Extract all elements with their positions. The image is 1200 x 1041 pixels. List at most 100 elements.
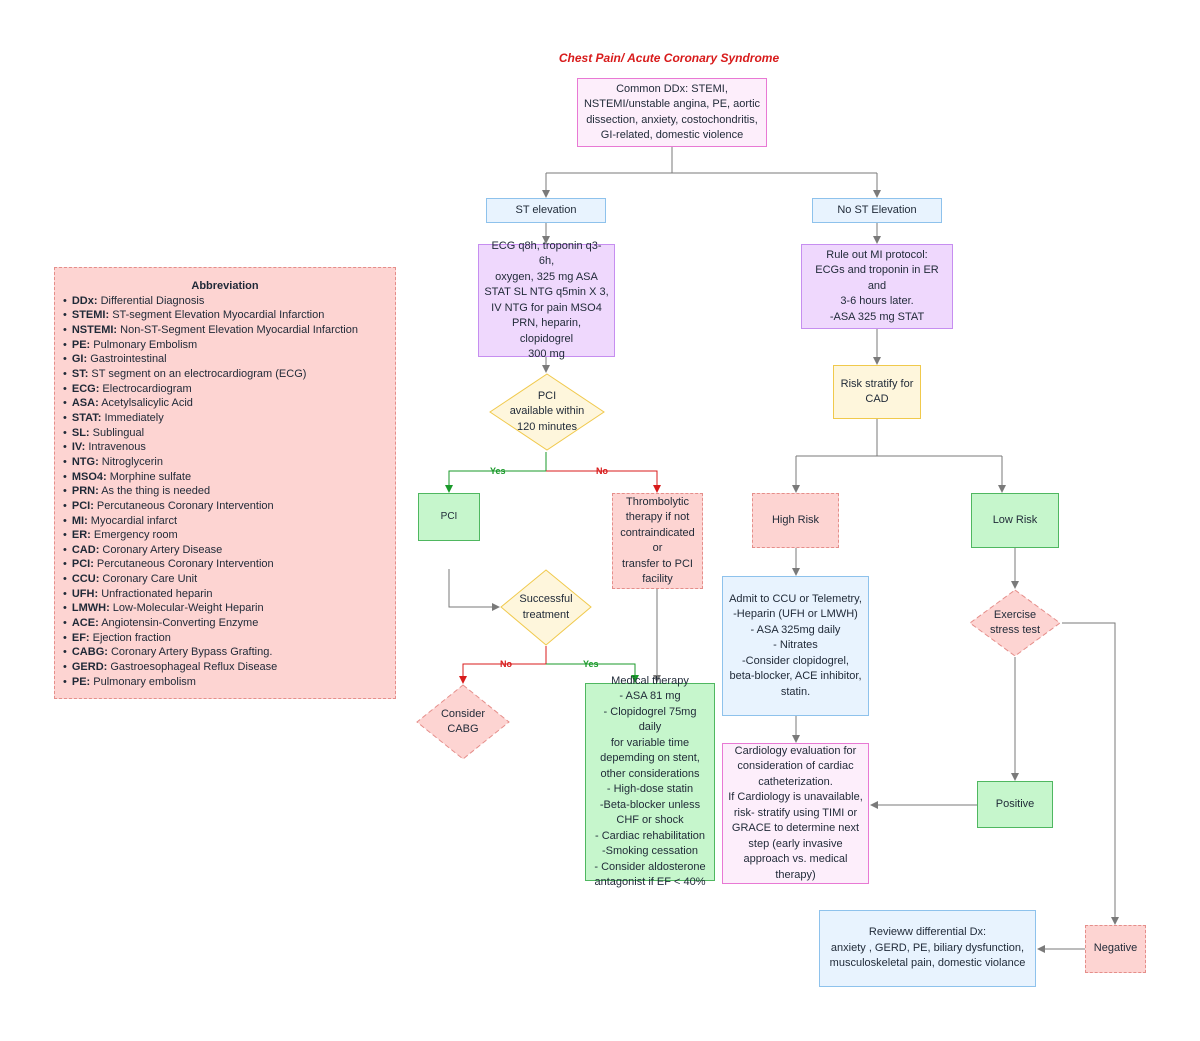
edge-success-no bbox=[459, 646, 547, 684]
abbreviation-item: PE: Pulmonary embolism bbox=[63, 675, 387, 690]
negative-node: Negative bbox=[1085, 925, 1146, 973]
edge-label-success-no: No bbox=[500, 659, 512, 669]
exercise-stress-test-label: Exercise stress test bbox=[989, 608, 1041, 637]
abbreviation-definition: Pulmonary Embolism bbox=[90, 338, 198, 351]
abbreviation-definition: Coronary Care Unit bbox=[99, 573, 198, 586]
abbreviation-item: NSTEMI: Non-ST-Segment Elevation Myocard… bbox=[63, 323, 387, 338]
abbreviation-item: ACE: Angiotensin-Converting Enzyme bbox=[63, 616, 387, 631]
low-risk-node: Low Risk bbox=[971, 493, 1059, 548]
abbreviation-definition: Ejection fraction bbox=[89, 631, 171, 644]
abbreviation-definition: Gastrointestinal bbox=[87, 353, 167, 366]
abbreviation-definition: Non-ST-Segment Elevation Myocardial Infa… bbox=[117, 323, 358, 336]
successful-treatment-decision: Successful treatment bbox=[500, 569, 592, 646]
edge-ddx-split bbox=[546, 147, 877, 174]
abbreviation-definition: Intravenous bbox=[85, 441, 146, 454]
abbreviation-item: SL: Sublingual bbox=[63, 426, 387, 441]
abbreviation-definition: Coronary Artery Bypass Grafting. bbox=[107, 646, 273, 659]
edge-label-pci-yes: Yes bbox=[490, 466, 506, 476]
abbreviation-term: MSO4: bbox=[71, 470, 107, 483]
abbreviation-definition: ST segment on an electrocardiogram (ECG) bbox=[88, 367, 307, 380]
abbreviation-term: ECG: bbox=[71, 382, 100, 395]
abbreviation-item: NTG: Nitroglycerin bbox=[63, 455, 387, 470]
abbreviation-legend: Abbreviation DDx: Differential Diagnosis… bbox=[54, 267, 396, 699]
abbreviation-term: STAT: bbox=[71, 411, 102, 424]
abbreviation-term: NTG: bbox=[71, 455, 99, 468]
consider-cabg-label: Consider CABG bbox=[440, 707, 486, 736]
abbreviation-item: ER: Emergency room bbox=[63, 528, 387, 543]
abbreviation-item: GI: Gastrointestinal bbox=[63, 352, 387, 367]
thrombolytic-node: Thrombolytic therapy if not contraindica… bbox=[612, 493, 703, 589]
successful-treatment-label: Successful treatment bbox=[519, 593, 573, 621]
decision-diamond-shape bbox=[500, 569, 592, 646]
abbreviation-item: PRN: As the thing is needed bbox=[63, 484, 387, 499]
abbreviation-term: MI: bbox=[71, 514, 88, 527]
abbreviation-definition: Electrocardiogram bbox=[99, 382, 192, 395]
high-risk-node: High Risk bbox=[752, 493, 839, 548]
decision-diamond-shape bbox=[969, 589, 1061, 657]
decision-diamond-shape bbox=[416, 684, 510, 760]
abbreviation-item: ASA: Acetylsalicylic Acid bbox=[63, 396, 387, 411]
abbreviation-item: STEMI: ST-segment Elevation Myocardial I… bbox=[63, 308, 387, 323]
edge-pci-yes bbox=[445, 452, 547, 493]
abbreviation-term: PCI: bbox=[71, 499, 94, 512]
abbreviation-item: PCI: Percutaneous Coronary Intervention bbox=[63, 499, 387, 514]
abbreviation-item: ST: ST segment on an electrocardiogram (… bbox=[63, 367, 387, 382]
admit-ccu-node: Admit to CCU or Telemetry, -Heparin (UFH… bbox=[722, 576, 869, 716]
abbreviation-definition: Emergency room bbox=[90, 529, 178, 542]
abbreviation-definition: Myocardial infarct bbox=[87, 514, 178, 527]
edge-pci-no bbox=[546, 470, 661, 493]
abbreviation-term: IV: bbox=[71, 441, 86, 454]
abbreviation-definition: Immediately bbox=[101, 411, 164, 424]
edge-risk-split bbox=[796, 419, 1002, 457]
edge-pci-to-success bbox=[448, 569, 500, 611]
abbreviation-definition: Percutaneous Coronary Intervention bbox=[93, 499, 274, 512]
abbreviation-term: GI: bbox=[71, 353, 88, 366]
abbreviation-title: Abbreviation bbox=[191, 280, 259, 292]
abbreviation-term: CCU: bbox=[71, 573, 100, 586]
abbreviation-list: DDx: Differential DiagnosisSTEMI: ST-seg… bbox=[63, 294, 387, 690]
abbreviation-term: PRN: bbox=[71, 485, 99, 498]
abbreviation-definition: ST-segment Elevation Myocardial Infarcti… bbox=[109, 309, 325, 322]
abbreviation-term: EF: bbox=[71, 631, 90, 644]
abbreviation-item: CCU: Coronary Care Unit bbox=[63, 572, 387, 587]
abbreviation-term: LMWH: bbox=[71, 602, 110, 615]
abbreviation-item: LMWH: Low-Molecular-Weight Heparin bbox=[63, 601, 387, 616]
abbreviation-definition: As the thing is needed bbox=[98, 485, 211, 498]
abbreviation-definition: Unfractionated heparin bbox=[98, 587, 213, 600]
edge-label-success-yes: Yes bbox=[583, 659, 599, 669]
abbreviation-term: ASA: bbox=[71, 397, 99, 410]
edge-exercise-to-negative bbox=[1062, 622, 1119, 925]
abbreviation-item: PE: Pulmonary Embolism bbox=[63, 338, 387, 353]
abbreviation-term: PE: bbox=[71, 338, 91, 351]
abbreviation-term: PE: bbox=[71, 675, 91, 688]
risk-stratify-node: Risk stratify for CAD bbox=[833, 365, 921, 419]
abbreviation-term: SL: bbox=[71, 426, 90, 439]
exercise-stress-test-decision: Exercise stress test bbox=[969, 589, 1061, 657]
abbreviation-item: ECG: Electrocardiogram bbox=[63, 382, 387, 397]
consider-cabg-decision: Consider CABG bbox=[416, 684, 510, 760]
abbreviation-item: STAT: Immediately bbox=[63, 411, 387, 426]
abbreviation-definition: Percutaneous Coronary Intervention bbox=[93, 558, 274, 571]
no-st-elevation-node: No ST Elevation bbox=[812, 198, 942, 223]
abbreviation-term: CABG: bbox=[71, 646, 108, 659]
abbreviation-definition: Pulmonary embolism bbox=[90, 675, 196, 688]
abbreviation-term: DDx: bbox=[71, 294, 98, 307]
abbreviation-definition: Morphine sulfate bbox=[106, 470, 192, 483]
abbreviation-definition: Sublingual bbox=[89, 426, 145, 439]
abbreviation-item: EF: Ejection fraction bbox=[63, 631, 387, 646]
rule-out-mi-node: Rule out MI protocol: ECGs and troponin … bbox=[801, 244, 953, 329]
medical-therapy-node: Medical therapy - ASA 81 mg - Clopidogre… bbox=[585, 675, 715, 888]
abbreviation-definition: Differential Diagnosis bbox=[97, 294, 205, 307]
abbreviation-item: CAD: Coronary Artery Disease bbox=[63, 543, 387, 558]
abbreviation-item: GERD: Gastroesophageal Reflux Disease bbox=[63, 660, 387, 675]
pci-node: PCI bbox=[418, 493, 480, 541]
abbreviation-definition: Acetylsalicylic Acid bbox=[98, 397, 193, 410]
abbreviation-item: UFH: Unfractionated heparin bbox=[63, 587, 387, 602]
abbreviation-definition: Nitroglycerin bbox=[98, 455, 163, 468]
abbreviation-term: ACE: bbox=[71, 617, 99, 630]
abbreviation-term: GERD: bbox=[71, 661, 108, 674]
abbreviation-definition: Gastroesophageal Reflux Disease bbox=[107, 661, 278, 674]
abbreviation-definition: Low-Molecular-Weight Heparin bbox=[109, 602, 264, 615]
